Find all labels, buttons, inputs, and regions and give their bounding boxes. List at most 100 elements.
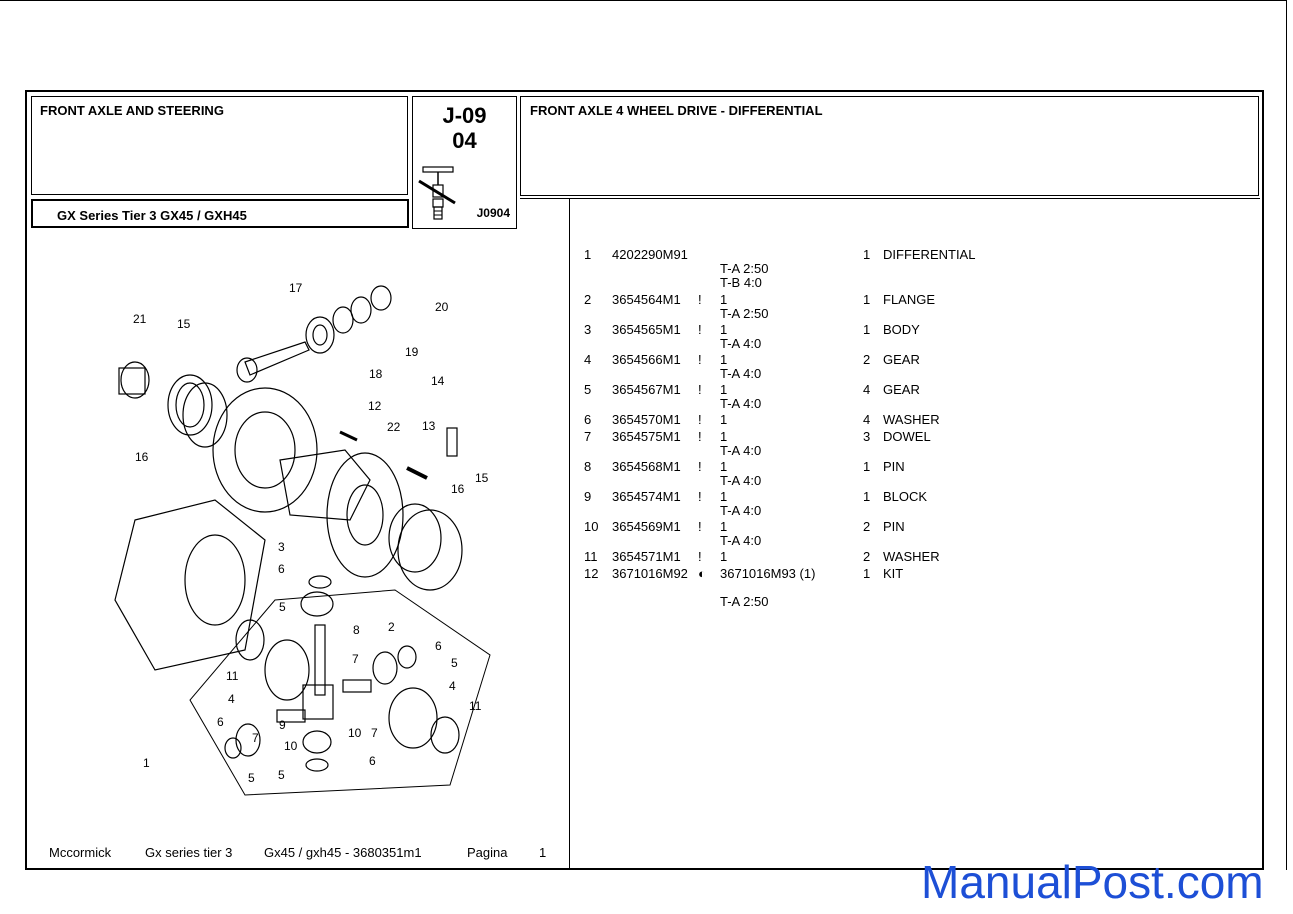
part-qty-note: 1 [720,519,728,534]
footer-page-label: Pagina [467,845,508,860]
washer-6a [308,575,332,589]
part-number: 3654569M1 [612,519,681,534]
part-qty: 1 [863,566,871,581]
part-note: T-A 4:0 [720,366,762,381]
axle-housing [114,499,266,671]
diff-body [279,449,371,521]
part-qty: 3 [863,429,871,444]
part-qty-note: 1 [720,429,728,444]
part-note: T-A 4:0 [720,503,762,518]
part-description: DOWEL [883,429,931,444]
part-note: T-A 2:50 [720,594,769,609]
part-description: BODY [883,322,920,337]
part-mark: ! [698,459,702,474]
part-ref: 3 [584,322,592,337]
part-mark: ! [698,519,702,534]
section-title: FRONT AXLE AND STEERING [40,103,224,118]
part-description: DIFFERENTIAL [883,247,976,262]
page-border-top [0,0,1286,1]
part-qty: 2 [863,519,871,534]
part-ref: 8 [584,459,592,474]
parts-sheet [25,90,1264,870]
callout-number: 13 [422,419,436,433]
part-ref: 2 [584,292,592,307]
callout-number: 21 [133,312,147,326]
part-number: 3654571M1 [612,549,681,564]
part-number: 3654565M1 [612,322,681,337]
axle-icon [418,166,456,220]
pinion-gear [120,361,150,399]
pin-10b [276,709,306,723]
part-number: 4202290M91 [612,247,688,262]
part-mark: ! [698,429,702,444]
callout-number: 10 [284,739,298,753]
callout-number: 12 [368,399,382,413]
part-qty-note: 1 [720,292,728,307]
part-description: WASHER [883,412,940,427]
section-subcode: 04 [452,128,477,153]
callout-number: 18 [369,367,383,381]
part-ref: 5 [584,382,592,397]
callout-number: 4 [228,692,235,706]
part-mark: ! [698,292,702,307]
part-qty: 1 [863,292,871,307]
part-qty: 4 [863,382,871,397]
callout-number: 6 [217,715,224,729]
bolt-13 [406,466,428,480]
part-note: T-A 4:0 [720,336,762,351]
model-box: GX Series Tier 3 GX45 / GXH45 [31,199,409,228]
part-qty-note: 3671016M93 (1) [720,566,816,581]
part-note: T-A 4:0 [720,533,762,548]
callout-number: 19 [405,345,419,359]
part-number: 3654566M1 [612,352,681,367]
bearing-15 [167,374,213,436]
callout-number: 16 [451,482,465,496]
callout-number: 3 [278,540,285,554]
part-number: 3654574M1 [612,489,681,504]
callout-number: 7 [352,652,359,666]
callout-number: 9 [279,718,286,732]
part-note: T-A 4:0 [720,473,762,488]
part-mark: ! [698,489,702,504]
callout-number: 7 [252,731,259,745]
group-title-box: FRONT AXLE 4 WHEEL DRIVE - DIFFERENTIAL [520,96,1259,196]
part-ref: 7 [584,429,592,444]
callout-number: 5 [278,768,285,782]
washer-11a [235,619,265,661]
washer-20 [370,285,392,311]
part-note: T-A 2:50 [720,306,769,321]
callout-number: 6 [278,562,285,576]
footer-brand: Mccormick [49,845,112,860]
gear-4a [264,639,310,701]
group-title: FRONT AXLE 4 WHEEL DRIVE - DIFFERENTIAL [530,103,823,118]
callout-number: 2 [388,620,395,634]
bearing-17 [305,316,335,354]
drive-pinion [244,341,310,376]
callout-number: 8 [353,623,360,637]
callout-number: 5 [451,656,458,670]
washer-6d [305,758,329,772]
pin-10a [342,679,372,693]
footer-page-number: 1 [539,845,547,860]
part-description: KIT [883,566,904,581]
bearing-15-right [397,509,463,591]
part-description: BLOCK [883,489,928,504]
item-14 [446,427,458,457]
part-qty: 2 [863,352,871,367]
part-note: T-A 4:0 [720,443,762,458]
part-description: PIN [883,459,905,474]
part-description: FLANGE [883,292,936,307]
part-ref: 6 [584,412,592,427]
washer-11b [430,716,460,754]
gear-5c [235,723,261,757]
part-qty-note: 1 [720,489,728,504]
part-qty-note: 1 [720,322,728,337]
callout-number: 11 [469,699,482,713]
section-title-box: FRONT AXLE AND STEERING [31,96,408,195]
part-note: T-A 2:50 [720,261,769,276]
page-border-right [1286,0,1287,870]
part-number: 3654575M1 [612,429,681,444]
model-label: GX Series Tier 3 GX45 / GXH45 [57,208,247,223]
